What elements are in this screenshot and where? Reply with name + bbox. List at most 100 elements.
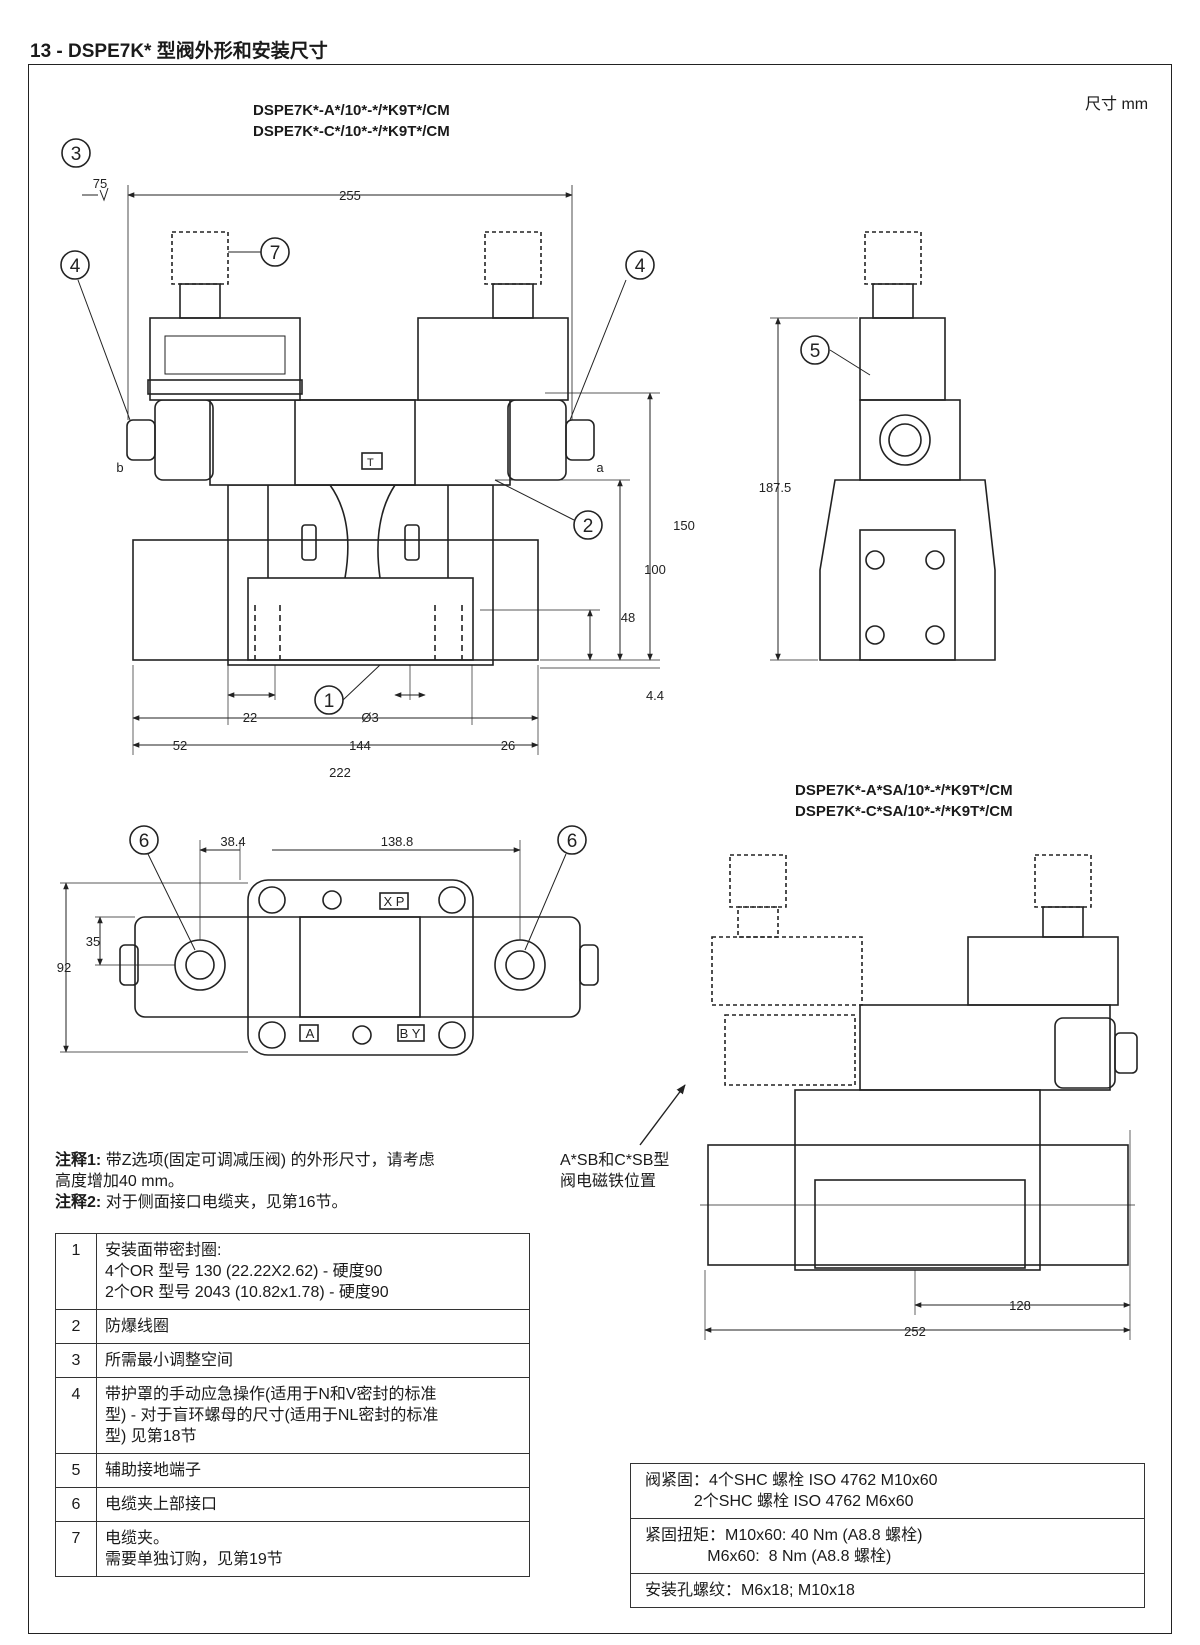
legend-num: 1 (55, 1233, 97, 1310)
top-view (60, 840, 599, 1056)
front-view: T (82, 185, 660, 755)
port-XP-label: X P (384, 894, 405, 909)
model-code: DSPE7K*-C*/10*-*/*K9T*/CM (253, 123, 450, 140)
callout-5 (800, 335, 830, 365)
dim-187-5: 187.5 (759, 480, 792, 495)
spec-row: 阀紧固：4个SHC 螺栓 ISO 4762 M10x60 2个SHC 螺栓 IS… (630, 1463, 1145, 1519)
solenoid-position-note: A*SB和C*SB型 阀电磁铁位置 (560, 1150, 669, 1192)
legend-row: 5 辅助接地端子 (55, 1453, 530, 1488)
dim-252: 252 (904, 1324, 926, 1339)
port-BY-label: B Y (400, 1026, 421, 1041)
note1-text: 带Z选项(固定可调减压阀) 的外形尺寸，请考虑 (105, 1152, 435, 1169)
dim-38-4: 38.4 (220, 834, 245, 849)
legend-row: 7 电缆夹。需要单独订购，见第19节 (55, 1521, 530, 1577)
callout-5-label: 5 (810, 341, 821, 362)
spec-row: 安装孔螺纹：M6x18; M10x18 (630, 1573, 1145, 1608)
legend-text: 型) 见第18节 (105, 1428, 197, 1445)
note1-label: 注释1: (55, 1152, 102, 1169)
legend-num: 5 (55, 1453, 97, 1488)
legend-num: 6 (55, 1487, 97, 1522)
spec-text: 紧固扭矩：M10x60: 40 Nm (A8.8 螺栓) (645, 1527, 923, 1544)
callout-2 (573, 510, 603, 540)
legend-table: 1 安装面带密封圈: 4个OR 型号 130 (22.22X2.62) - 硬度9… (55, 1233, 530, 1577)
dim-138-8: 138.8 (381, 834, 414, 849)
legend-text: 电缆夹上部接口 (105, 1496, 218, 1513)
model-code: DSPE7K*-A*SA/10*-*/*K9T*/CM (795, 782, 1013, 799)
callout-3-label: 3 (71, 144, 82, 165)
dim-35: 35 (86, 934, 100, 949)
legend-row: 6 电缆夹上部接口 (55, 1487, 530, 1522)
legend-text: 所需最小调整空间 (105, 1352, 234, 1369)
legend-text: 2个OR 型号 2043 (10.82x1.78) - 硬度90 (105, 1284, 389, 1301)
dim-4-4: 4.4 (646, 688, 664, 703)
legend-text: 需要单独订购，见第19节 (105, 1551, 283, 1568)
legend-text: 辅助接地端子 (105, 1462, 202, 1479)
legend-text: 安装面带密封圈: (105, 1242, 222, 1259)
legend-row: 1 安装面带密封圈: 4个OR 型号 130 (22.22X2.62) - 硬度9… (55, 1233, 530, 1310)
unit-label: 尺寸 mm (1085, 96, 1149, 113)
note1-text-2: 高度增加40 mm。 (55, 1173, 184, 1190)
spec-text: 2个SHC 螺栓 ISO 4762 M6x60 (645, 1493, 914, 1510)
legend-num: 4 (55, 1377, 97, 1454)
legend-text: 防爆线圈 (105, 1318, 170, 1335)
legend-row: 3 所需最小调整空间 (55, 1343, 530, 1378)
arrow-note-line2: 阀电磁铁位置 (560, 1173, 657, 1190)
legend-row: 2 防爆线圈 (55, 1309, 530, 1344)
legend-text: 4个OR 型号 130 (22.22X2.62) - 硬度90 (105, 1263, 383, 1280)
model-codes-top: DSPE7K*-A*/10*-*/*K9T*/CM DSPE7K*-C*/10*… (253, 100, 450, 142)
legend-text: 电缆夹。 (105, 1530, 170, 1547)
port-b: b (116, 460, 123, 475)
dim-144: 144 (349, 738, 371, 753)
callout-6-left-label: 6 (139, 831, 150, 852)
spec-text: 安装孔螺纹：M6x18; M10x18 (645, 1582, 855, 1599)
callout-3 (61, 138, 91, 168)
callout-6-left (129, 825, 159, 855)
dim-222: 222 (329, 765, 351, 780)
callout-6-right (557, 825, 587, 855)
side-view (770, 231, 996, 661)
note2-text: 对于侧面接口电缆夹，见第16节。 (105, 1194, 348, 1211)
spec-row: 紧固扭矩：M10x60: 40 Nm (A8.8 螺栓) M6x60: 8 Nm… (630, 1518, 1145, 1574)
spec-text: M6x60: 8 Nm (A8.8 螺栓) (645, 1548, 892, 1565)
callout-1-label: 1 (324, 691, 335, 712)
legend-num: 3 (55, 1343, 97, 1378)
callout-4-left-label: 4 (70, 256, 81, 277)
dim-22: 22 (243, 710, 257, 725)
legend-text: 带护罩的手动应急操作(适用于N和V密封的标准 (105, 1386, 437, 1403)
dim-48: 48 (621, 610, 635, 625)
model-code: DSPE7K*-C*SA/10*-*/*K9T*/CM (795, 803, 1013, 820)
callout-2-label: 2 (583, 516, 594, 537)
callout-4-left (60, 250, 90, 280)
model-code: DSPE7K*-A*/10*-*/*K9T*/CM (253, 102, 450, 119)
page-title: 13 - DSPE7K* 型阀外形和安装尺寸 (30, 41, 328, 62)
callout-7-label: 7 (270, 243, 281, 264)
drawing-frame (28, 64, 1172, 1634)
dim-52: 52 (173, 738, 187, 753)
port-t-label: T (367, 457, 374, 469)
spec-table: 阀紧固：4个SHC 螺栓 ISO 4762 M10x60 2个SHC 螺栓 IS… (630, 1463, 1145, 1608)
sa-view (639, 854, 1138, 1340)
callout-6-right-label: 6 (567, 831, 578, 852)
dim-d3: Ø3 (361, 710, 378, 725)
dim-128: 128 (1009, 1298, 1031, 1313)
notes: 注释1: 带Z选项(固定可调减压阀) 的外形尺寸，请考虑 高度增加40 mm。 … (55, 1150, 435, 1213)
dim-100: 100 (644, 562, 666, 577)
dim-92: 92 (57, 960, 71, 975)
spec-text: 阀紧固：4个SHC 螺栓 ISO 4762 M10x60 (645, 1472, 938, 1489)
dim-26: 26 (501, 738, 515, 753)
dim-75: 75 (93, 176, 107, 191)
note2-label: 注释2: (55, 1194, 102, 1211)
legend-row: 4 带护罩的手动应急操作(适用于N和V密封的标准型) - 对于盲环螺母的尺寸(适… (55, 1377, 530, 1454)
legend-num: 7 (55, 1521, 97, 1577)
port-a: a (596, 460, 604, 475)
model-codes-sa: DSPE7K*-A*SA/10*-*/*K9T*/CM DSPE7K*-C*SA… (795, 780, 1013, 822)
port-A-label: A (306, 1026, 315, 1041)
legend-text: 型) - 对于盲环螺母的尺寸(适用于NL密封的标准 (105, 1407, 439, 1424)
callout-4-right (625, 250, 655, 280)
arrow-note-line1: A*SB和C*SB型 (560, 1152, 670, 1169)
dim-150: 150 (673, 518, 695, 533)
legend-num: 2 (55, 1309, 97, 1344)
callout-4-right-label: 4 (635, 256, 646, 277)
dim-255: 255 (339, 188, 361, 203)
